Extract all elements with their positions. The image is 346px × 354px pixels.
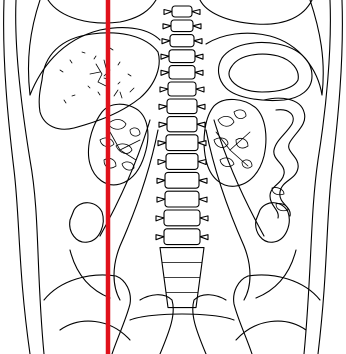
vertebra [170, 35, 194, 47]
transverse-process [158, 141, 166, 146]
transverse-process [199, 197, 207, 202]
descending-colon [264, 98, 305, 218]
vertebra [164, 229, 200, 245]
transverse-process [194, 39, 202, 44]
transverse-process [161, 54, 169, 59]
vertebra [165, 191, 199, 207]
transverse-process [156, 235, 164, 240]
transverse-process [200, 216, 208, 221]
transverse-process [193, 24, 201, 29]
spine [156, 6, 208, 308]
transverse-process [192, 10, 200, 15]
vertebra [164, 210, 200, 226]
transverse-process [156, 216, 164, 221]
transverse-process [197, 104, 205, 109]
transverse-process [162, 39, 170, 44]
transverse-process [198, 160, 206, 165]
vertebra [165, 172, 199, 188]
vertebra [167, 99, 197, 114]
transverse-process [196, 87, 204, 92]
vertebra [169, 66, 195, 79]
transverse-process [161, 70, 169, 75]
transverse-process [160, 87, 168, 92]
transverse-process [198, 141, 206, 146]
transverse-process [199, 178, 207, 183]
liver [39, 33, 159, 129]
transverse-process [159, 122, 167, 127]
vertebra [168, 82, 196, 96]
vertebra [166, 135, 198, 151]
transverse-process [163, 24, 171, 29]
kidney-right [89, 104, 148, 185]
transverse-process [157, 197, 165, 202]
transverse-process [200, 235, 208, 240]
vertebra [167, 117, 197, 132]
vertebra [166, 154, 198, 170]
transverse-process [195, 54, 203, 59]
transverse-process [197, 122, 205, 127]
transverse-process [164, 10, 172, 15]
kidney-left [204, 99, 266, 186]
transverse-process [195, 70, 203, 75]
transverse-process [159, 104, 167, 109]
transverse-process [157, 178, 165, 183]
vertebra [171, 20, 193, 32]
vertebra [172, 6, 192, 17]
transverse-process [158, 160, 166, 165]
vertebra [169, 50, 195, 63]
